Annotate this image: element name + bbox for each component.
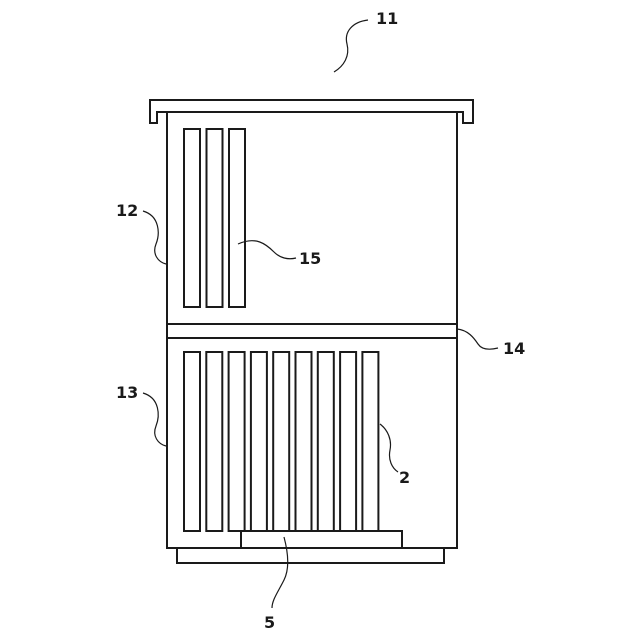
leader-line-13	[143, 393, 166, 446]
label-5: 5	[264, 613, 275, 632]
hatched-plate	[273, 352, 289, 531]
hatched-plate	[362, 352, 378, 531]
hatched-plates	[184, 352, 378, 531]
upper-bar	[184, 129, 200, 307]
label-15: 15	[299, 249, 321, 268]
label-2: 2	[399, 468, 410, 487]
leader-line-12	[143, 211, 166, 264]
upper-bar	[229, 129, 245, 307]
upper-bars	[184, 129, 245, 307]
label-11: 11	[376, 9, 398, 28]
base-block	[241, 531, 402, 548]
leader-line-15	[238, 241, 296, 259]
label-14: 14	[503, 339, 525, 358]
hatched-plate	[340, 352, 356, 531]
bottom-plate	[177, 548, 444, 563]
divider-hatched	[167, 324, 457, 338]
leader-line-11	[334, 20, 368, 72]
hatched-plate	[206, 352, 222, 531]
hatched-plate	[229, 352, 245, 531]
label-12: 12	[116, 201, 138, 220]
leader-line-14	[457, 329, 498, 349]
leader-line-2	[380, 424, 398, 472]
hatched-plate	[318, 352, 334, 531]
label-13: 13	[116, 383, 138, 402]
hatched-plate	[296, 352, 312, 531]
hatched-plate	[251, 352, 267, 531]
upper-bar	[207, 129, 223, 307]
hatched-plate	[184, 352, 200, 531]
